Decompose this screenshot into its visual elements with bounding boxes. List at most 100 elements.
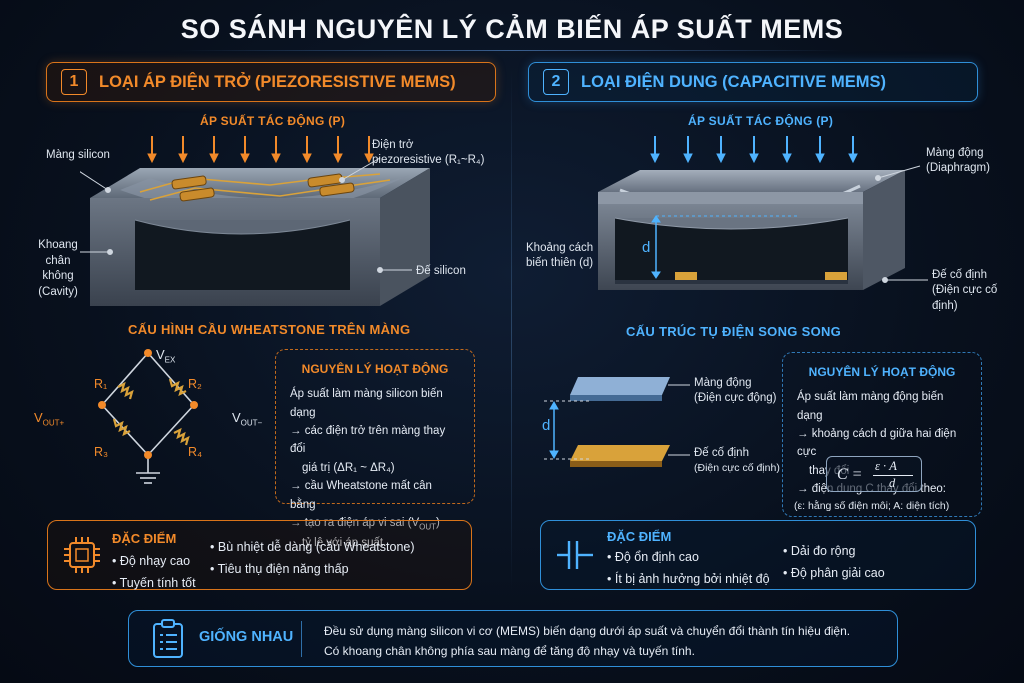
feature-item: Độ nhạy cao [112, 554, 190, 568]
r1-label: R₁ [94, 377, 108, 391]
fixed-label-1: Đế cố định [932, 269, 987, 281]
feature-item: Độ ổn định cao [607, 550, 699, 564]
section-title: LOẠI ÁP ĐIỆN TRỞ (PIEZORESISTIVE MEMS) [99, 72, 456, 91]
feature-item: Tiêu thụ điện năng thấp [210, 562, 349, 576]
substrate-label: Đế silicon [416, 265, 466, 277]
chip-icon [64, 537, 100, 573]
wheatstone-bridge-diagram [98, 349, 198, 484]
fraction-bar [873, 475, 913, 476]
left-pressure-label: ÁP SUẤT TÁC ĐỘNG (P) [200, 114, 346, 128]
resistor-label-1: Điện trở [372, 139, 414, 151]
plate-gap-arrow [549, 400, 559, 460]
diaphragm-label-1: Màng động [926, 147, 984, 159]
capacitance-formula: C = ε · A d [826, 456, 922, 492]
principle-title: NGUYÊN LÝ HOẠT ĐỘNG [808, 365, 956, 379]
section-number: 1 [61, 69, 87, 95]
clipboard-icon [153, 619, 183, 658]
vout-plus-label: VOUT+ [34, 409, 64, 429]
features-col2: Dải đo rộng Độ phân giải cao [783, 541, 885, 585]
vout-minus-text: V [232, 410, 241, 425]
feature-item: Bù nhiệt dễ dàng (cầu Wheatstone) [210, 540, 415, 554]
vex-sub: EX [164, 355, 176, 365]
features-title: ĐẶC ĐIỂM [607, 529, 672, 544]
cavity-label-1: Khoang [38, 239, 78, 251]
moving-plate-label-1: Màng động [694, 377, 752, 389]
feature-item: Ít bị ảnh hưởng bởi nhiệt độ [607, 572, 770, 586]
plate-d-label: d [542, 417, 551, 434]
feature-item: Tuyến tính tốt [112, 576, 196, 590]
section-header-capacitive: 2 LOẠI ĐIỆN DUNG (CAPACITIVE MEMS) [528, 62, 978, 102]
common-line-2: Có khoang chân không phía sau màng để tă… [324, 644, 695, 659]
right-principle-box: NGUYÊN LÝ HOẠT ĐỘNG Áp suất làm màng độn… [782, 352, 982, 517]
vout-sub: OUT [419, 522, 437, 532]
feature-item: Độ phân giải cao [783, 566, 885, 580]
formula-numerator: ε · A [875, 459, 897, 473]
pressure-arrows [650, 136, 858, 164]
resistor-zigzags [112, 378, 190, 446]
left-principle-box: NGUYÊN LÝ HOẠT ĐỘNG Áp suất làm màng sil… [275, 349, 475, 549]
cavity-label-3: (Cavity) [38, 285, 78, 298]
piezoresistive-sensor-illustration [80, 136, 430, 306]
fixed-plate-label-1: Đế cố định [694, 447, 749, 459]
parallel-plate-capacitor [544, 377, 690, 467]
gap-label-2: biến thiên (d) [526, 257, 594, 269]
section-number: 2 [543, 69, 569, 95]
features-col1: Độ nhạy cao Tuyến tính tốt [112, 551, 196, 595]
plate-title: CẤU TRÚC TỤ ĐIỆN SONG SONG [626, 324, 842, 339]
vout-plus-sub: OUT+ [42, 418, 65, 428]
moving-plate-label-2: (Điện cực động) [694, 392, 777, 404]
vex-label: VEX [156, 346, 175, 366]
cavity-label: Khoang chân không (Cavity) [32, 238, 84, 300]
right-pressure-label: ÁP SUẤT TÁC ĐỘNG (P) [688, 114, 834, 128]
gap-label-1: Khoảng cách [526, 242, 594, 254]
center-divider [511, 70, 512, 590]
fixed-label-2: (Điện cực cố định) [932, 284, 998, 312]
principle-line: Áp suất làm màng silicon biến dạng [290, 388, 443, 419]
principle-line-text: → tạo ra điện áp vi sai (V [290, 516, 420, 529]
features-title: ĐẶC ĐIỂM [112, 531, 177, 546]
features-col2: Bù nhiệt dễ dàng (cầu Wheatstone) Tiêu t… [210, 537, 415, 581]
gap-d-label: d [642, 239, 651, 256]
section-title: LOẠI ĐIỆN DUNG (CAPACITIVE MEMS) [581, 72, 886, 91]
formula-denominator: d [889, 476, 896, 490]
vex-text: V [156, 347, 165, 362]
formula-lhs: C = [837, 466, 863, 483]
fixed-plate-label-2: (Điện cực cố định) [694, 462, 780, 474]
resistor-blocks [171, 173, 355, 202]
formula-note: (ε: hằng số điện môi; A: diện tích) [794, 500, 950, 512]
title-underline [180, 50, 844, 51]
principle-line-vout: → tạo ra điện áp vi sai (VOUT) [290, 514, 460, 534]
principle-line: → cầu Wheatstone mất cân bằng [290, 480, 432, 511]
common-line-1: Đều sử dụng màng silicon vi cơ (MEMS) bi… [324, 624, 851, 638]
page-title: SO SÁNH NGUYÊN LÝ CẢM BIẾN ÁP SUẤT MEMS [180, 14, 844, 44]
principle-line: giá trị (ΔR₁ ~ ΔR₄) [302, 461, 395, 474]
vout-close: ) [436, 516, 440, 529]
common-separator [301, 621, 302, 657]
gap-arrow [651, 215, 661, 279]
r4-label: R₄ [188, 445, 203, 459]
diaphragm-label-2: (Diaphragm) [926, 162, 990, 174]
principle-title: NGUYÊN LÝ HOẠT ĐỘNG [301, 362, 449, 376]
principle-line: → khoảng cách d giữa hai điện cực [797, 427, 957, 459]
r3-label: R₃ [94, 445, 109, 459]
pressure-arrows [147, 136, 374, 164]
cavity-label-2: chân không [42, 254, 74, 283]
bridge-title: CẤU HÌNH CẦU WHEATSTONE TRÊN MÀNG [128, 322, 411, 337]
capacitive-sensor-illustration [598, 136, 928, 290]
left-features-box: ĐẶC ĐIỂM Độ nhạy cao Tuyến tính tốt Bù n… [47, 520, 472, 590]
r2-label: R₂ [188, 377, 202, 391]
common-features-box: GIỐNG NHAU Đều sử dụng màng silicon vi c… [128, 610, 898, 667]
features-col1: Độ ổn định cao Ít bị ảnh hưởng bởi nhiệt… [607, 547, 770, 591]
principle-line: Áp suất làm màng động biến dạng [797, 391, 944, 422]
principle-line: → các điện trở trên màng thay đổi [290, 424, 446, 456]
common-title: GIỐNG NHAU [199, 629, 294, 645]
common-text: Đều sử dụng màng silicon vi cơ (MEMS) bi… [324, 621, 850, 662]
feature-item: Dải đo rộng [783, 544, 855, 558]
vout-minus-sub: OUT− [240, 418, 263, 428]
vout-plus-text: V [34, 410, 43, 425]
resistor-label-2: piezoresistive (R₁~R₄) [372, 154, 485, 166]
vout-minus-label: VOUT− [232, 409, 262, 429]
principle-line: tỷ lệ với áp suất. [302, 537, 387, 550]
section-header-piezoresistive: 1 LOẠI ÁP ĐIỆN TRỞ (PIEZORESISTIVE MEMS) [46, 62, 496, 102]
membrane-label: Màng silicon [46, 149, 110, 161]
